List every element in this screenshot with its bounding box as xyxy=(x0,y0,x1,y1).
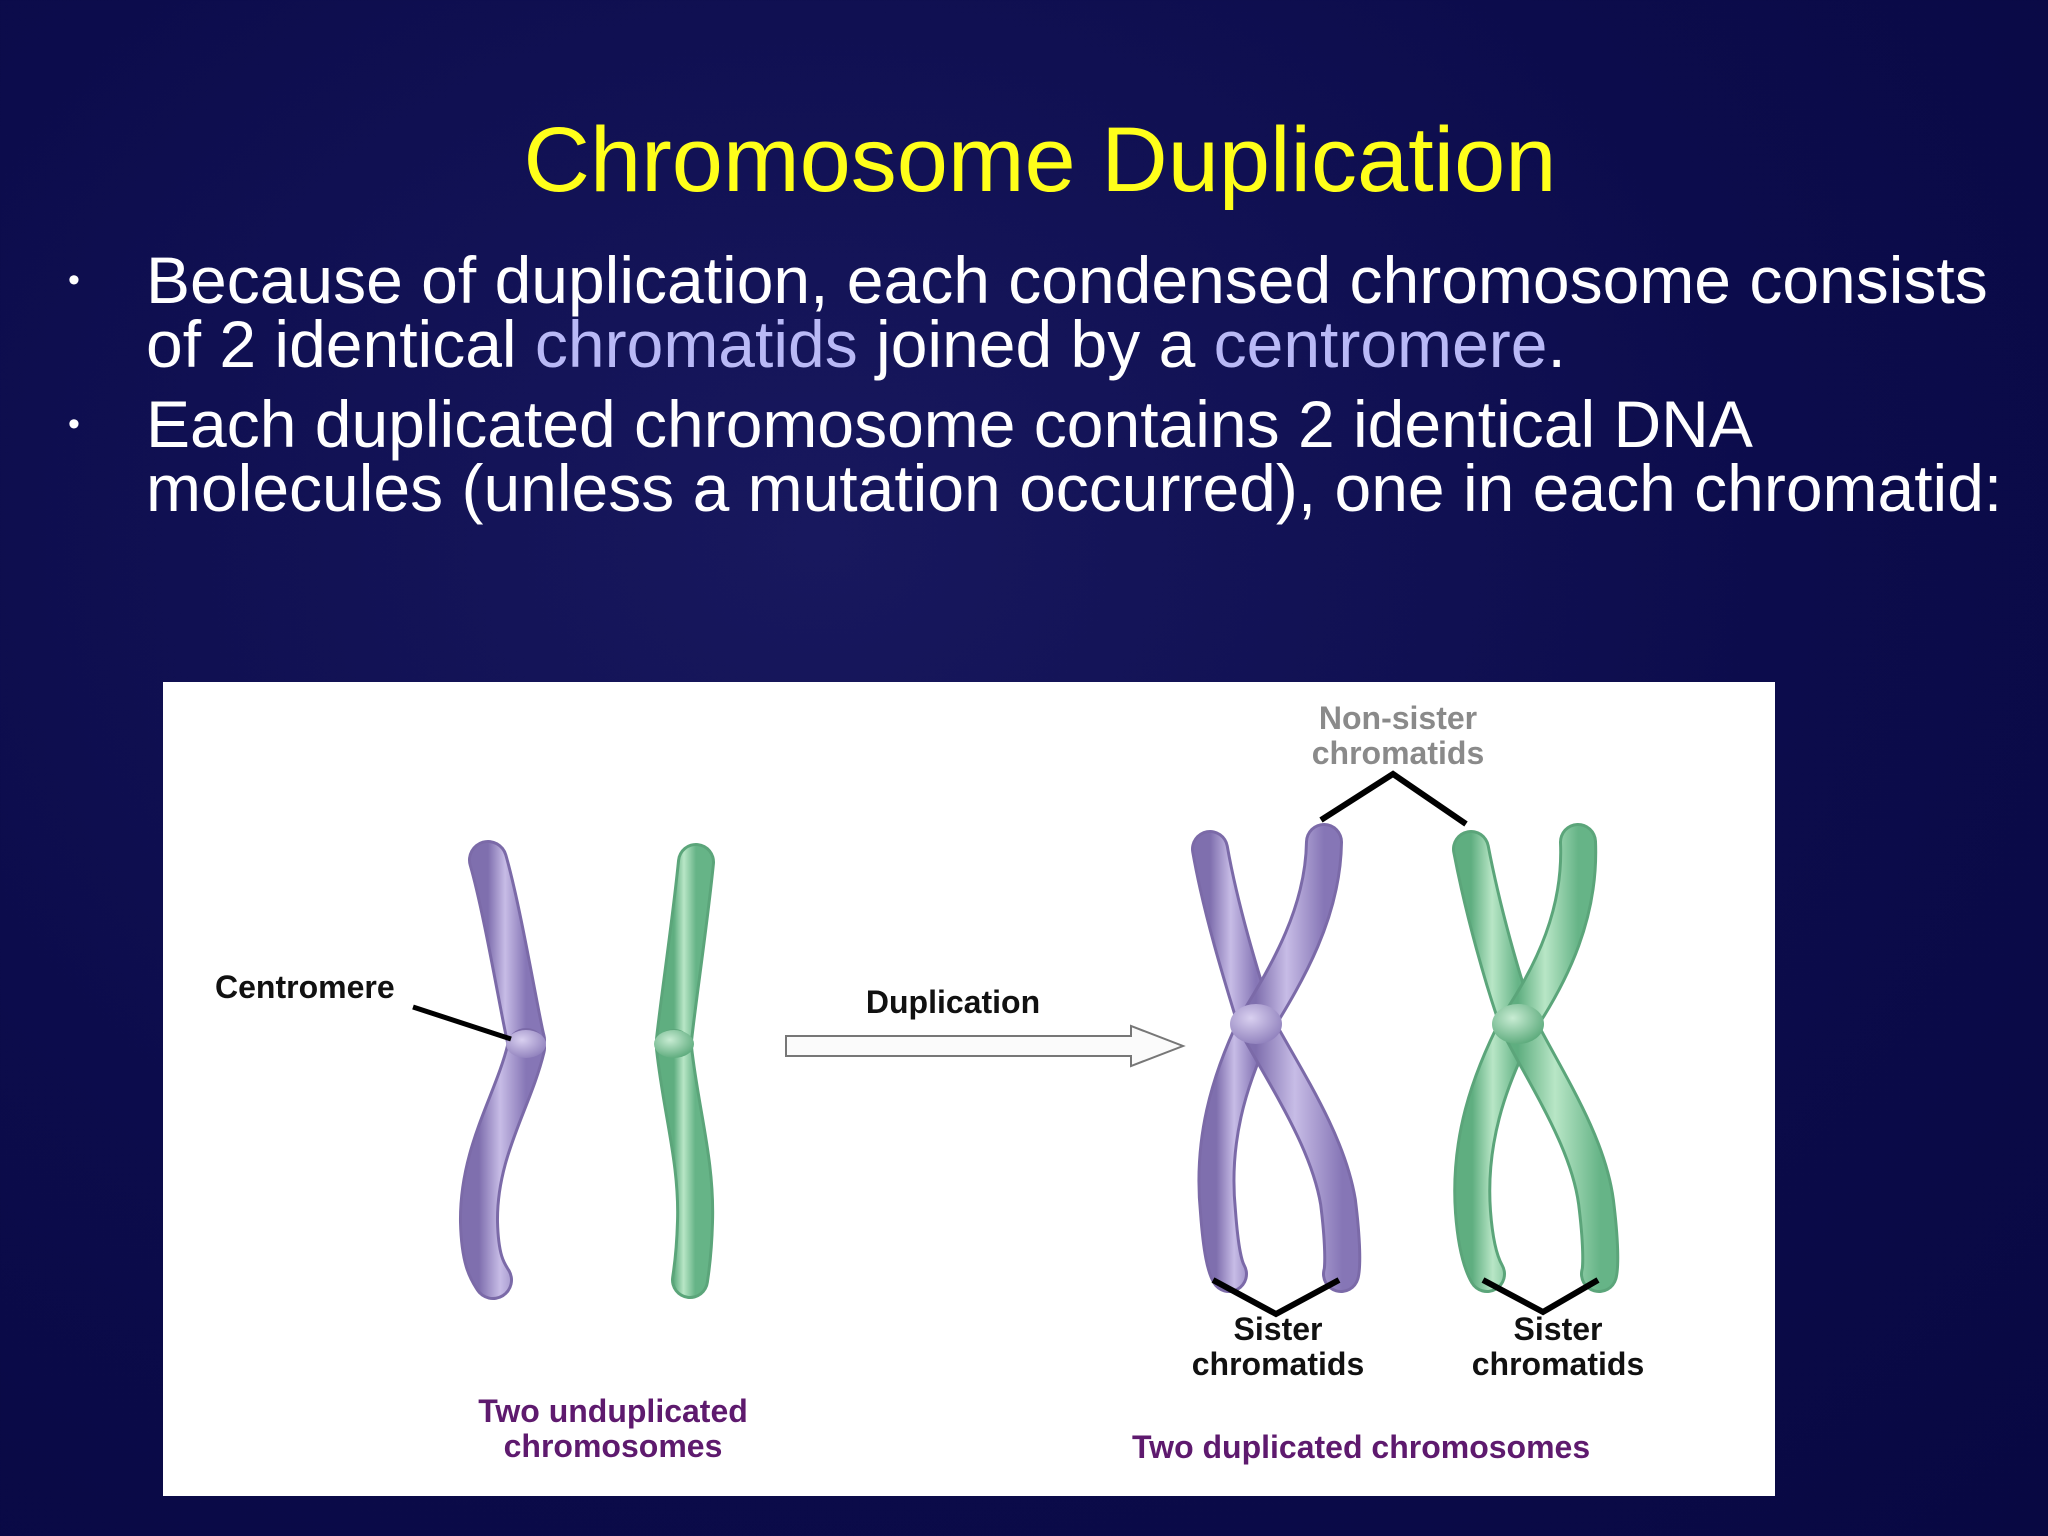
duplicated-green-chromosome xyxy=(1452,823,1620,1293)
sister-bracket-right xyxy=(1481,1277,1600,1316)
duplicated-purple-chromosome xyxy=(1191,823,1362,1293)
centromere-label: Centromere xyxy=(215,969,395,1005)
term-chromatids: chromatids xyxy=(534,307,858,381)
non-sister-bracket xyxy=(1319,770,1468,827)
two-unduplicated-label: Two unduplicated chromosomes xyxy=(478,1393,748,1464)
two-duplicated-label: Two duplicated chromosomes xyxy=(1132,1429,1591,1465)
unduplicated-purple-chromosome xyxy=(458,840,546,1300)
duplication-arrow-icon xyxy=(785,1024,1186,1068)
bullet-1-text-c: . xyxy=(1547,307,1566,381)
sister-bracket-left xyxy=(1211,1277,1341,1318)
term-centromere: centromere xyxy=(1213,307,1548,381)
unduplicated-green-chromosome xyxy=(654,843,715,1299)
bullet-dot-icon: • xyxy=(68,261,80,299)
duplication-label: Duplication xyxy=(865,984,1041,1020)
bullet-1-text-b: joined by a xyxy=(857,307,1214,381)
bullet-1-text-a: Because of duplication, each condensed c… xyxy=(146,243,1988,381)
sister-chromatids-right-label: Sister chromatids xyxy=(1471,1311,1645,1382)
slide-title: Chromosome Duplication xyxy=(523,109,1557,211)
sister-chromatids-left-label: Sister chromatids xyxy=(1191,1311,1365,1382)
bullet-dot-icon: • xyxy=(68,405,80,443)
centromere-pointer xyxy=(412,1004,512,1042)
bullet-list: • Because of duplication, each condensed… xyxy=(60,247,2010,536)
diagram-panel: Centromere Duplication Non-sister chroma… xyxy=(163,682,1775,1496)
bullet-item-2: • Each duplicated chromosome contains 2 … xyxy=(60,391,2010,521)
bullet-2-text: Each duplicated chromosome contains 2 id… xyxy=(146,387,2003,525)
non-sister-chromatids-label: Non-sister chromatids xyxy=(1311,700,1485,771)
bullet-item-1: • Because of duplication, each condensed… xyxy=(60,247,2010,377)
chromosome-diagram xyxy=(412,770,1620,1318)
